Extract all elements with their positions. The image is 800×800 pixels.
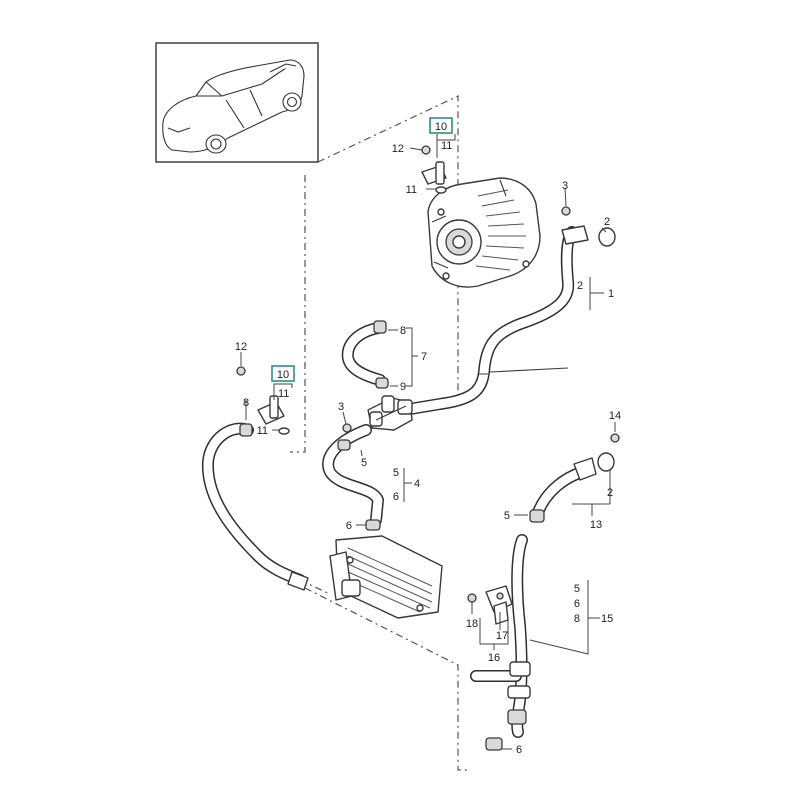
callout-10-left: 10	[277, 369, 289, 381]
callout-15: 15	[601, 613, 613, 625]
o-ring-2-top	[598, 227, 616, 247]
callout-3-mid: 3	[338, 401, 344, 413]
left-nozzle-fitting	[236, 366, 293, 435]
callout-11-left: 11	[278, 388, 289, 400]
alternator	[427, 177, 541, 288]
callout-16: 16	[488, 652, 500, 664]
bolt-3-mid	[342, 423, 352, 433]
oil-cooler	[329, 535, 443, 619]
hose-part-7	[341, 320, 389, 389]
bolt-18	[467, 593, 477, 603]
callout-labels: 10 11 12 11 3 2 2 1 8 7 9 12 10 11 8 11 …	[235, 117, 621, 756]
car-icon	[162, 59, 305, 154]
callout-17: 17	[496, 630, 508, 642]
callout-11-top-oring: 11	[406, 184, 417, 196]
callout-6-bottom: 6	[516, 744, 522, 756]
bolt-3-top	[561, 206, 571, 216]
callout-8-upper: 8	[400, 325, 406, 337]
top-bolt-12	[421, 145, 431, 155]
callout-6-group: 6	[393, 491, 399, 503]
callout-11-left-oring: 11	[257, 425, 268, 437]
vehicle-thumbnail	[155, 42, 319, 163]
callout-5-mid: 5	[361, 457, 367, 469]
callout-1: 1	[608, 288, 614, 300]
top-nozzle-fitting	[421, 134, 456, 194]
callout-4: 4	[414, 478, 420, 490]
bolt-14	[610, 433, 620, 443]
callout-12-top: 12	[392, 143, 404, 155]
callout-2-top: 2	[604, 216, 610, 228]
callout-box-10-left	[271, 365, 295, 382]
left-bolt-12	[236, 366, 246, 376]
callout-9: 9	[400, 381, 406, 393]
callout-6-cooler: 6	[346, 520, 352, 532]
clamp-6-bottom	[485, 737, 503, 751]
callout-12-left: 12	[235, 341, 247, 353]
callout-6-group15: 6	[574, 598, 580, 610]
callout-18: 18	[466, 618, 478, 630]
callout-13: 13	[590, 519, 602, 531]
clamp-6-cooler	[365, 519, 381, 531]
callout-2-top-group: 2	[577, 280, 583, 292]
hose-part-4	[322, 423, 384, 531]
callout-5-right: 5	[504, 510, 510, 522]
clip-17	[496, 592, 504, 600]
callout-3-top: 3	[562, 180, 568, 192]
callout-leaders	[240, 147, 616, 750]
top-o-ring-11	[435, 186, 447, 194]
callout-2-right: 2	[607, 487, 613, 499]
assembly-boundary-line	[290, 95, 468, 771]
callout-11-top: 11	[441, 140, 452, 152]
hose-part-1	[398, 206, 616, 416]
callout-14: 14	[609, 410, 621, 422]
callout-5-group: 5	[393, 467, 399, 479]
clamp-9	[375, 377, 389, 389]
hose-part-15	[470, 534, 531, 751]
clamp-8-upper	[373, 320, 387, 334]
clamp-8-left	[239, 423, 253, 437]
o-ring-2-right	[597, 452, 615, 472]
callout-5-group15: 5	[574, 583, 580, 595]
clamp-5-mid	[337, 439, 351, 451]
coolant-distributor	[367, 395, 413, 431]
left-o-ring-11	[278, 427, 290, 435]
clamp-5-right	[529, 509, 545, 523]
callout-8-group15: 8	[574, 613, 580, 625]
callout-10-top: 10	[435, 121, 447, 133]
hose-part-13	[529, 433, 620, 523]
callout-7: 7	[421, 351, 427, 363]
callout-8-left: 8	[243, 397, 249, 409]
callout-box-10-top	[429, 117, 453, 134]
left-return-hose	[201, 422, 309, 591]
